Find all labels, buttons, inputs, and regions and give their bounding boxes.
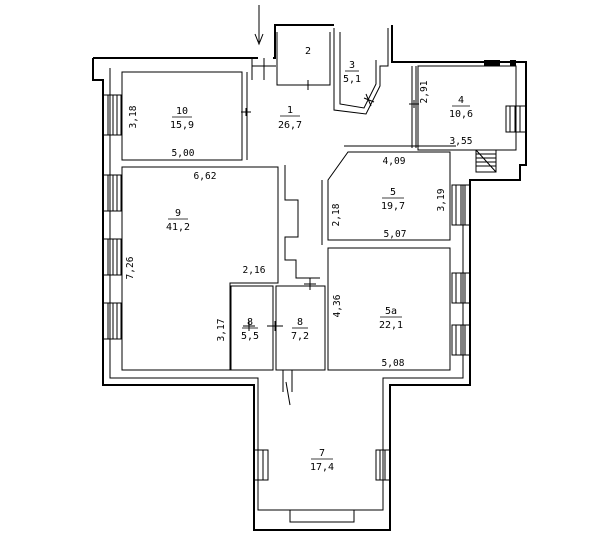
svg-text:3: 3 bbox=[349, 60, 355, 71]
room-9-label: 9 41,2 bbox=[166, 208, 190, 233]
svg-text:5,5: 5,5 bbox=[241, 331, 259, 342]
entrance-arrow bbox=[254, 5, 264, 46]
svg-text:10: 10 bbox=[176, 106, 188, 117]
svg-text:2: 2 bbox=[305, 46, 311, 57]
room-3-label: 3 5,1 bbox=[343, 60, 361, 85]
interior-walls bbox=[121, 28, 517, 371]
svg-text:41,2: 41,2 bbox=[166, 222, 190, 233]
room-10-label: 10 15,9 bbox=[170, 106, 194, 131]
svg-text:5: 5 bbox=[390, 187, 396, 198]
svg-text:5a: 5a bbox=[385, 306, 397, 317]
doors bbox=[241, 58, 419, 406]
dim-4-09: 4,09 bbox=[383, 156, 406, 167]
windows-room7 bbox=[253, 449, 391, 523]
dim-3-17: 3,17 bbox=[216, 319, 227, 342]
dim-5-08: 5,08 bbox=[382, 358, 405, 369]
dim-6-62: 6,62 bbox=[194, 171, 217, 182]
svg-text:10,6: 10,6 bbox=[449, 109, 473, 120]
room-5-label: 5 19,7 bbox=[381, 187, 405, 212]
dim-2-16: 2,16 bbox=[243, 265, 266, 276]
windows-right bbox=[451, 105, 527, 356]
dim-2-91: 2,91 bbox=[419, 80, 430, 103]
dim-3-18: 3,18 bbox=[128, 105, 139, 128]
dim-5-07: 5,07 bbox=[384, 229, 407, 240]
dim-7-26: 7,26 bbox=[125, 256, 136, 279]
svg-text:22,1: 22,1 bbox=[379, 320, 403, 331]
dim-2-18: 2,18 bbox=[331, 203, 342, 226]
svg-text:1: 1 bbox=[287, 105, 293, 116]
room-1-label: 1 26,7 bbox=[278, 105, 302, 131]
room-2-label: 2 bbox=[305, 46, 311, 57]
svg-text:9: 9 bbox=[175, 208, 181, 219]
room-7-label: 7 17,4 bbox=[310, 448, 334, 473]
svg-text:17,4: 17,4 bbox=[310, 462, 334, 473]
room-4-label: 4 10,6 bbox=[449, 95, 473, 120]
svg-text:4: 4 bbox=[458, 95, 464, 106]
svg-text:26,7: 26,7 bbox=[278, 120, 302, 131]
windows-left bbox=[102, 94, 122, 340]
dimension-labels: 3,18 5,00 6,62 7,26 2,16 3,17 2,91 3,55 … bbox=[125, 80, 472, 369]
svg-text:8: 8 bbox=[297, 317, 303, 328]
svg-text:19,7: 19,7 bbox=[381, 201, 405, 212]
svg-text:8: 8 bbox=[247, 317, 253, 328]
svg-text:7,2: 7,2 bbox=[291, 331, 309, 342]
svg-text:5,1: 5,1 bbox=[343, 74, 361, 85]
dim-3-19: 3,19 bbox=[436, 188, 447, 211]
room-8a-label: 8 5,5 bbox=[241, 317, 259, 342]
dim-4-36: 4,36 bbox=[332, 294, 343, 317]
svg-text:7: 7 bbox=[319, 448, 325, 459]
room-labels: 1 26,7 2 3 5,1 4 10,6 5 19,7 5a 22,1 7 bbox=[166, 46, 473, 473]
room-8b-label: 8 7,2 bbox=[291, 317, 309, 342]
svg-text:15,9: 15,9 bbox=[170, 120, 194, 131]
dim-5-00: 5,00 bbox=[172, 148, 195, 159]
room-5a-label: 5a 22,1 bbox=[379, 306, 403, 331]
dim-3-55: 3,55 bbox=[450, 136, 473, 147]
